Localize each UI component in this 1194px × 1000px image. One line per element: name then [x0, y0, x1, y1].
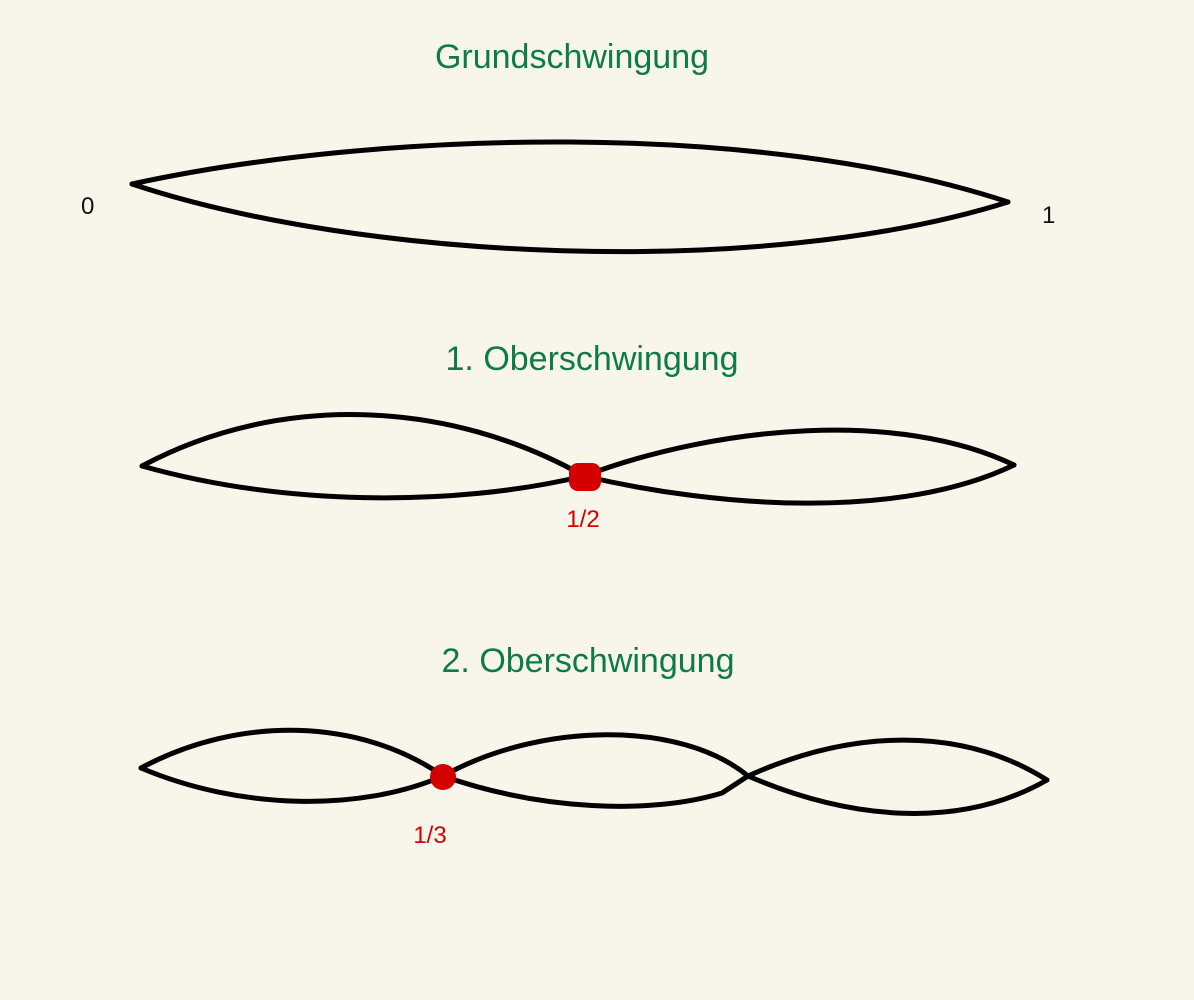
- first-overtone-wave: [139, 412, 1017, 506]
- second-overtone-loop1-upper-curve: [138, 727, 446, 779]
- second-overtone-loop3-lower-curve: [745, 773, 1050, 816]
- node-label-third: 1/3: [413, 822, 447, 849]
- fundamental-upper-curve: [129, 139, 1011, 205]
- first-overtone-left-upper-curve: [139, 412, 587, 479]
- end-label-end: 1: [1042, 202, 1056, 229]
- second-overtone-loop1-lower-curve: [138, 765, 446, 804]
- fundamental-lower-curve: [129, 181, 1011, 255]
- second-overtone-loop3-upper-curve: [745, 737, 1050, 783]
- second-overtone-wave: [138, 727, 1050, 816]
- title-fundamental: Grundschwingung: [434, 38, 710, 76]
- node-label-half: 1/2: [566, 506, 600, 533]
- first-overtone-right-lower-curve: [581, 462, 1017, 506]
- second-overtone-loop2-upper-curve: [440, 732, 751, 779]
- first-overtone-right-upper-curve: [581, 427, 1017, 479]
- title-first-overtone: 1. Oberschwingung: [445, 340, 739, 378]
- first-overtone-left-lower-curve: [139, 463, 587, 501]
- title-second-overtone: 2. Oberschwingung: [441, 642, 735, 680]
- fundamental-wave: [129, 139, 1011, 255]
- end-label-start: 0: [81, 193, 95, 220]
- second-overtone-loop2-lower-curve: [440, 773, 751, 809]
- node-dot-half: [569, 463, 601, 491]
- node-dot-third: [430, 764, 456, 790]
